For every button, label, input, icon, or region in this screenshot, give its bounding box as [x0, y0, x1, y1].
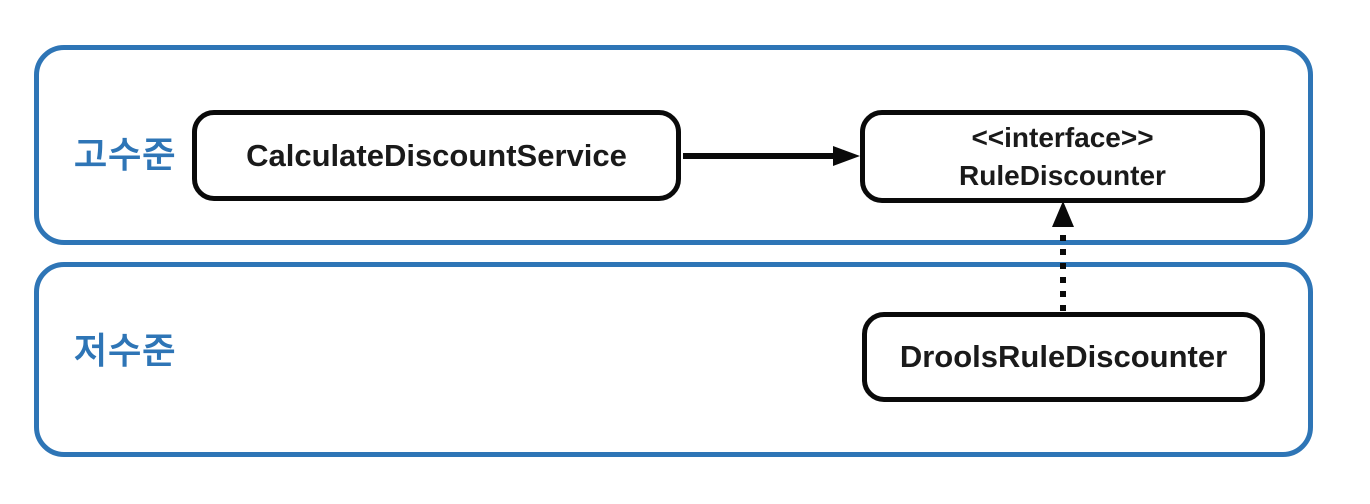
node-calculate-discount-service: CalculateDiscountService	[192, 110, 681, 201]
low-level-layer-container	[34, 262, 1313, 457]
node-rule-discounter-stereotype: <<interface>>	[971, 121, 1154, 153]
node-calculate-discount-service-label: CalculateDiscountService	[246, 137, 627, 173]
node-drools-rule-discounter: DroolsRuleDiscounter	[862, 312, 1265, 402]
node-drools-rule-discounter-label: DroolsRuleDiscounter	[899, 339, 1228, 374]
low-level-label: 저수준	[74, 330, 177, 371]
high-level-layer-container	[34, 45, 1313, 245]
node-rule-discounter: <<interface>> RuleDiscounter	[860, 110, 1265, 203]
high-level-label: 고수준	[74, 134, 177, 175]
node-rule-discounter-label: RuleDiscounter	[959, 159, 1166, 191]
